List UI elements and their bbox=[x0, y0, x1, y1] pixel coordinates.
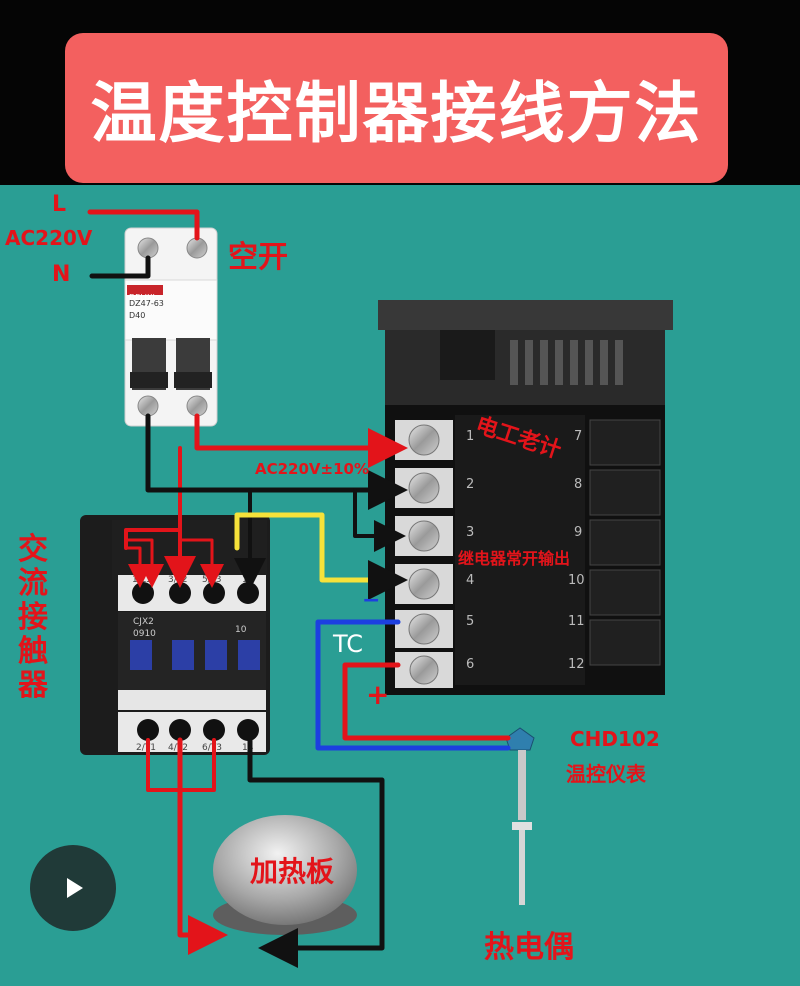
label-ac-tolerance: AC220V±10% bbox=[255, 460, 370, 478]
contactor-bot-term-3: 6/T3 bbox=[202, 743, 222, 753]
label-thermocouple: 热电偶 bbox=[484, 930, 574, 965]
play-button[interactable] bbox=[30, 845, 116, 931]
label-plus: + bbox=[366, 678, 390, 711]
controller-term-1: 1 bbox=[466, 429, 474, 444]
breaker-rating: D40 bbox=[129, 311, 145, 320]
controller-term-8: 8 bbox=[574, 477, 582, 492]
controller-term-4: 4 bbox=[466, 573, 474, 588]
ac-contactor bbox=[80, 515, 270, 755]
label-meter-model: CHD102 bbox=[570, 727, 660, 751]
contactor-aux: 10 bbox=[235, 625, 247, 635]
contactor-top-term-1: 1/L1 bbox=[132, 575, 152, 585]
controller-term-6: 6 bbox=[466, 657, 474, 672]
label-minus: − bbox=[362, 588, 381, 613]
controller-term-7: 7 bbox=[574, 429, 582, 444]
controller-term-12: 12 bbox=[568, 657, 585, 672]
play-icon bbox=[67, 878, 83, 898]
title-banner: 温度控制器接线方法 bbox=[65, 33, 728, 183]
contactor-bot-term-1: 2/T1 bbox=[136, 743, 156, 753]
controller-term-5: 5 bbox=[466, 614, 474, 629]
contactor-model-2: 0910 bbox=[133, 629, 156, 639]
circuit-breaker bbox=[124, 227, 218, 427]
controller-term-10: 10 bbox=[568, 573, 585, 588]
controller-term-3: 3 bbox=[466, 525, 474, 540]
thermocouple-probe bbox=[505, 727, 535, 905]
heating-plate bbox=[213, 815, 357, 935]
page-title: 温度控制器接线方法 bbox=[90, 75, 703, 152]
temperature-controller bbox=[378, 300, 673, 695]
controller-term-2: 2 bbox=[466, 477, 474, 492]
label-N: N bbox=[52, 262, 71, 287]
label-breaker: 空开 bbox=[228, 240, 288, 275]
breaker-model: DZ47-63 bbox=[129, 299, 164, 308]
contactor-model-1: CJX2 bbox=[133, 617, 154, 627]
label-contactor: 交 流 接 触 器 bbox=[18, 532, 48, 703]
contactor-top-term-2: 3/L2 bbox=[168, 575, 188, 585]
label-meter-name: 温控仪表 bbox=[566, 762, 646, 786]
controller-term-9: 9 bbox=[574, 525, 582, 540]
label-relay-output: 继电器常开输出 bbox=[458, 549, 571, 568]
breaker-brand: DELIXI bbox=[129, 293, 155, 302]
label-ac220v: AC220V bbox=[5, 226, 93, 250]
label-L: L bbox=[52, 192, 67, 217]
controller-term-11: 11 bbox=[568, 614, 585, 629]
label-heater: 加热板 bbox=[250, 855, 335, 888]
label-tc: TC bbox=[333, 630, 364, 658]
